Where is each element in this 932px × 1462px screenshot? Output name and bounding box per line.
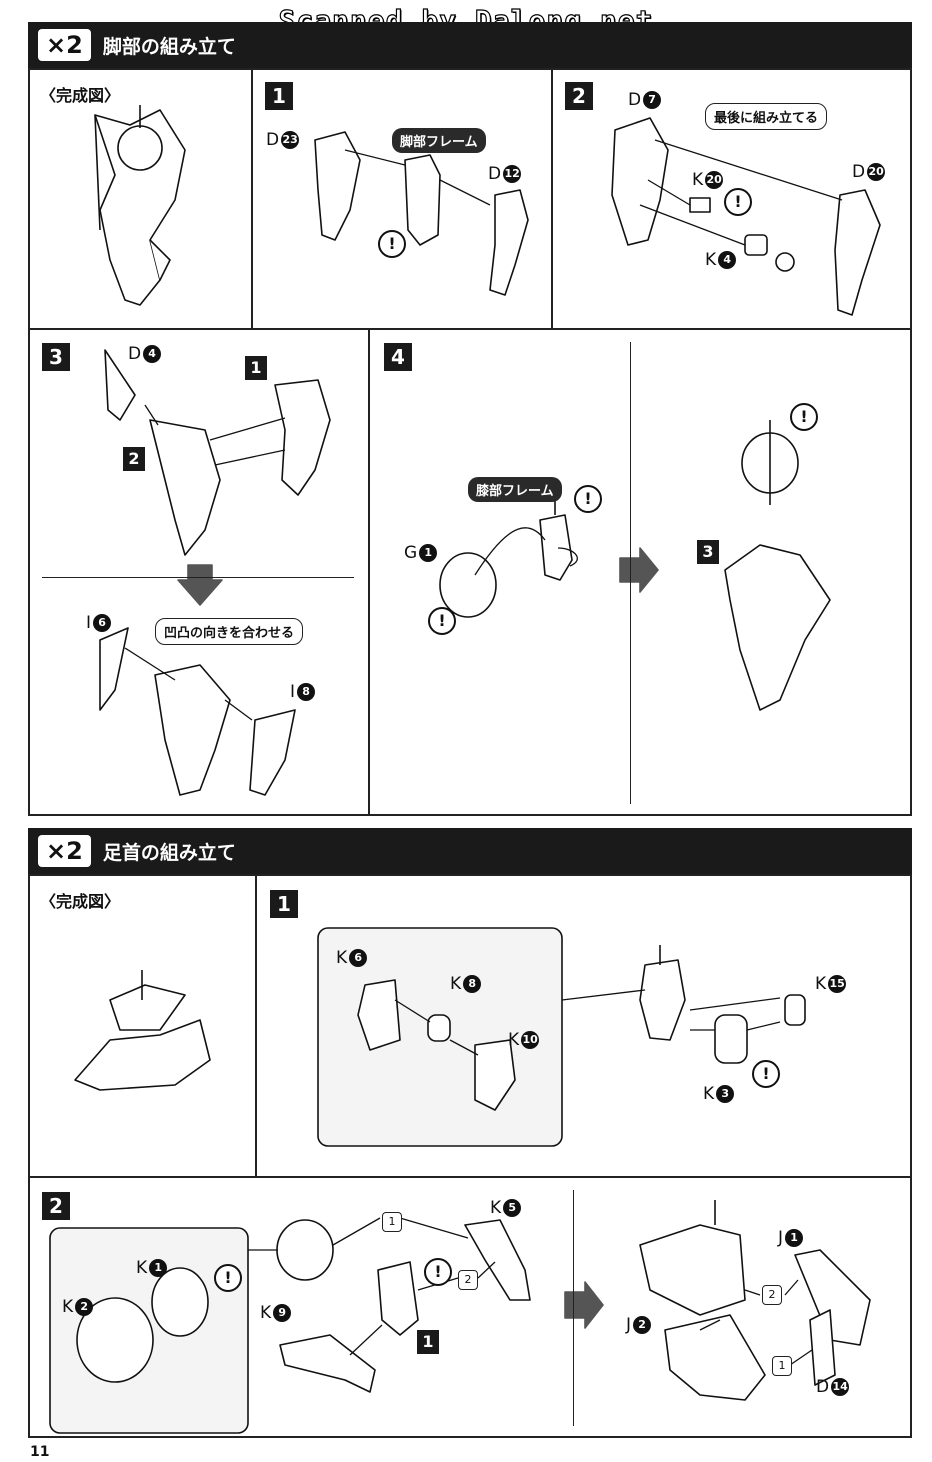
order-marker-2: 2 — [762, 1285, 782, 1305]
completed-ankle-drawing — [74, 970, 211, 1091]
step-number: 2 — [565, 82, 593, 110]
completed-label: 〈完成図〉 — [40, 86, 121, 105]
page-number: 11 — [30, 1444, 50, 1460]
section-title: 脚部の組み立て — [102, 35, 236, 58]
step-reference: 2 — [123, 447, 145, 471]
ankle-step2-drawing — [49, 1200, 871, 1434]
ankle-step1-drawing — [317, 927, 806, 1147]
step-number: 3 — [42, 343, 70, 371]
multiplier-badge: ×2 — [38, 835, 91, 867]
leg-step4-drawing — [439, 420, 831, 711]
caution-icon: ! — [424, 1258, 452, 1286]
step-number: 4 — [384, 343, 412, 371]
section-header-leg: ×2 脚部の組み立て — [28, 22, 912, 68]
section-header-ankle: ×2 足首の組み立て — [28, 828, 912, 874]
caution-icon: ! — [724, 188, 752, 216]
order-marker-1: 1 — [772, 1356, 792, 1376]
caution-icon: ! — [428, 607, 456, 635]
divider — [42, 577, 354, 578]
step-number: 1 — [270, 890, 298, 918]
divider — [630, 342, 631, 804]
step-reference: 1 — [245, 356, 267, 380]
callout-align-notches: 凹凸の向きを合わせる — [155, 618, 304, 645]
caution-icon: ! — [790, 403, 818, 431]
step-number: 1 — [265, 82, 293, 110]
caution-icon: ! — [378, 230, 406, 258]
order-marker-2: 2 — [458, 1270, 478, 1290]
order-marker-1: 1 — [382, 1212, 402, 1232]
callout-assemble-last: 最後に組み立てる — [705, 103, 828, 130]
step-reference: 3 — [697, 540, 719, 564]
step-number: 2 — [42, 1192, 70, 1220]
completed-leg-drawing — [94, 105, 186, 306]
completed-label: 〈完成図〉 — [40, 892, 121, 911]
divider — [573, 1190, 574, 1426]
step-reference: 1 — [417, 1330, 439, 1354]
caution-icon: ! — [574, 485, 602, 513]
leg-step1-drawing — [314, 131, 529, 296]
multiplier-badge: ×2 — [38, 29, 91, 61]
leg-step3-drawing — [99, 349, 331, 796]
callout-leg-frame: 脚部フレーム — [392, 128, 486, 153]
section-title: 足首の組み立て — [102, 841, 236, 864]
caution-icon: ! — [752, 1060, 780, 1088]
caution-icon: ! — [214, 1264, 242, 1292]
leg-step2-drawing — [611, 117, 881, 316]
callout-knee-frame: 膝部フレーム — [468, 477, 562, 502]
